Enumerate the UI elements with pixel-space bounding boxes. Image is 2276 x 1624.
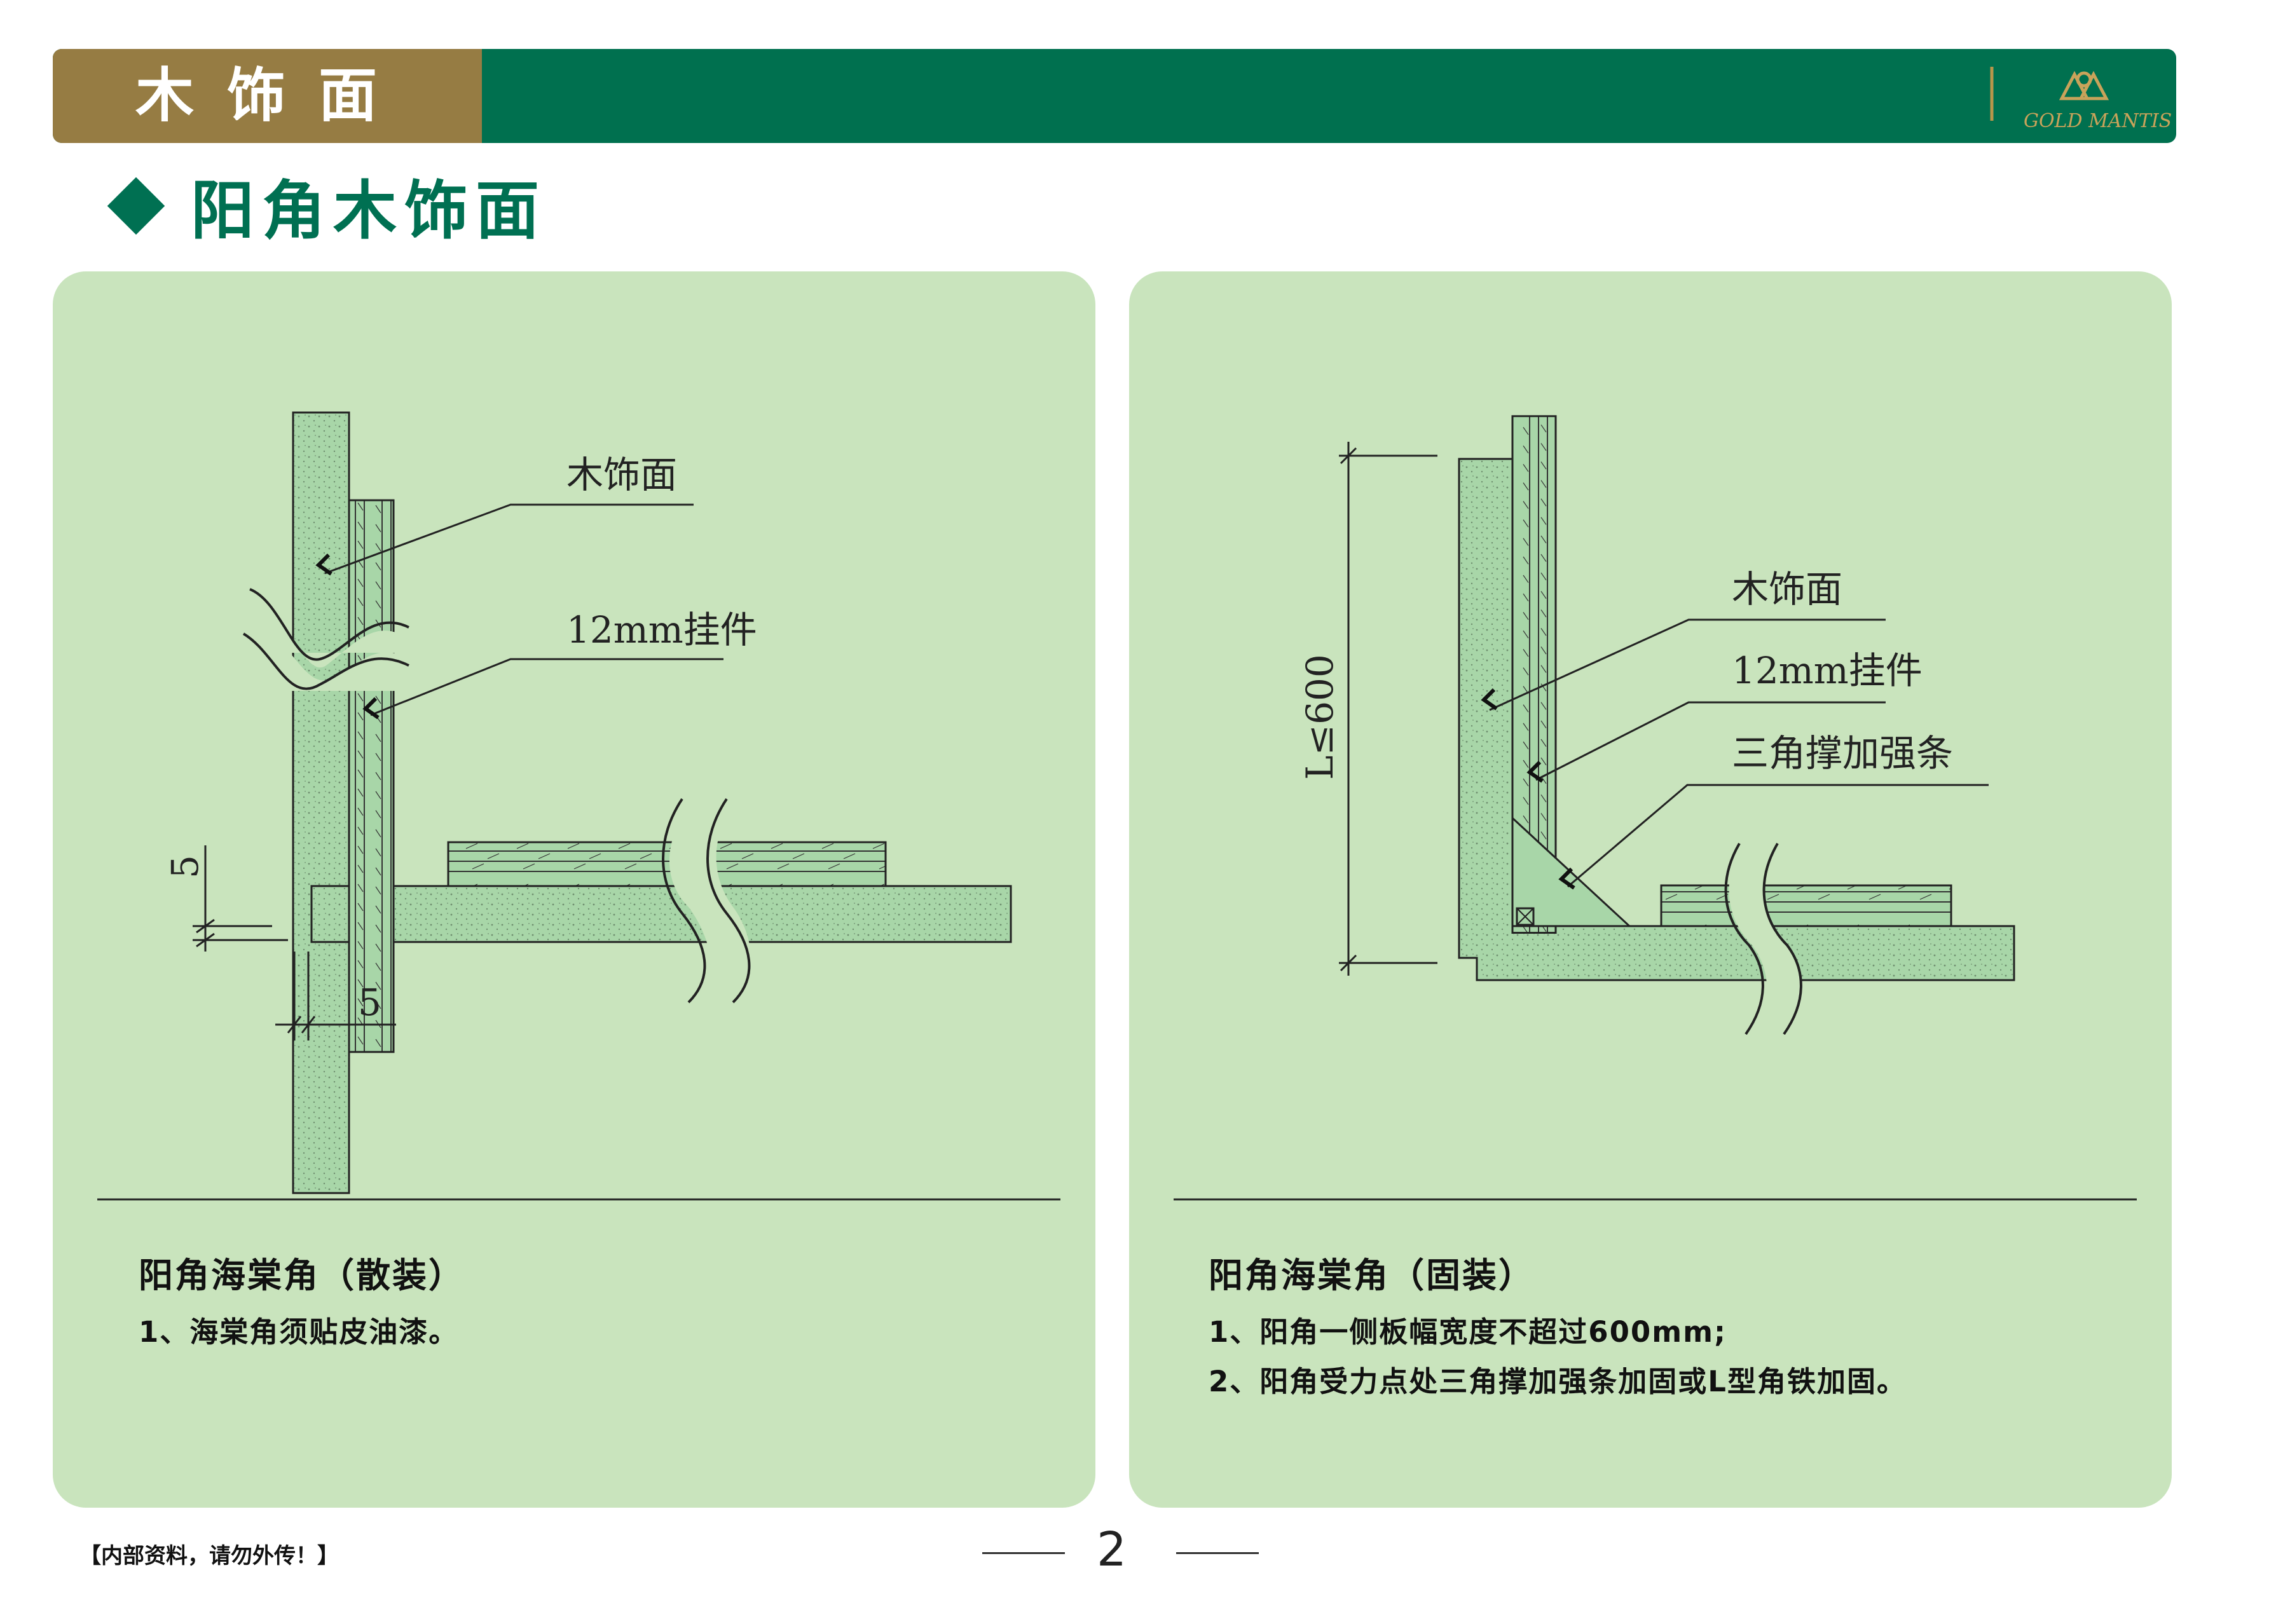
confidential-note: 【内部资料，请勿外传！】 (79, 1543, 339, 1569)
diagram-scattered-corner: 木饰面 12mm挂件 5 5 (97, 411, 1060, 1201)
page-rule-right (1176, 1552, 1259, 1554)
horizontal-board (310, 885, 1012, 943)
dimension-l (1339, 442, 1437, 976)
section-title: 阳角木饰面 (191, 174, 547, 248)
label-wood-face: 木饰面 (1732, 568, 1842, 611)
wood-veneer-horizontal (1660, 884, 1952, 927)
label-wood-face: 木饰面 (566, 453, 677, 496)
label-hanger: 12mm挂件 (1732, 649, 1923, 692)
panel-title: 阳角海棠角（固装） (1209, 1255, 1535, 1295)
wood-veneer-horizontal (447, 841, 887, 887)
gold-mantis-logo: GOLD MANTIS (1990, 67, 2172, 132)
label-brace: 三角撑加强条 (1732, 732, 1953, 775)
header-title-block: 木饰面 (53, 49, 482, 143)
page-number: 2 (1097, 1522, 1127, 1577)
note-1: 1、海棠角须贴皮油漆。 (139, 1315, 459, 1349)
label-hanger: 12mm挂件 (566, 608, 757, 652)
dim-l-600: L≤600 (1298, 654, 1341, 780)
vertical-board (292, 411, 350, 1194)
diagram-fixed-corner: 木饰面 12mm挂件 三角撑加强条 L≤600 (1174, 415, 2137, 1201)
dimension-lines (193, 845, 396, 1041)
page-rule-left (982, 1552, 1065, 1554)
panel-fixed-install: 木饰面 12mm挂件 三角撑加强条 L≤600 阳角海棠角（固装） 1、阳角一侧… (1129, 271, 2172, 1508)
note-1: 1、阳角一侧板幅宽度不超过600mm; (1209, 1315, 1727, 1349)
dim-horizontal-5: 5 (358, 981, 381, 1024)
header-bar: 木饰面 GOLD MANTIS (53, 49, 2176, 143)
section-bullet-icon (107, 177, 165, 235)
chapter-title: 木饰面 (135, 62, 411, 130)
wood-veneer-vertical (348, 499, 395, 1053)
panel-title: 阳角海棠角（散装） (139, 1255, 465, 1295)
panel-scattered-install: 木饰面 12mm挂件 5 5 阳角海棠角（散装） 1、海棠角须贴皮油漆。 (53, 271, 1095, 1508)
note-2: 2、阳角受力点处三角撑加强条加固或L型角铁加固。 (1209, 1365, 1907, 1398)
dim-vertical-5: 5 (163, 855, 207, 878)
logo-wordmark: GOLD MANTIS (2024, 110, 2172, 132)
